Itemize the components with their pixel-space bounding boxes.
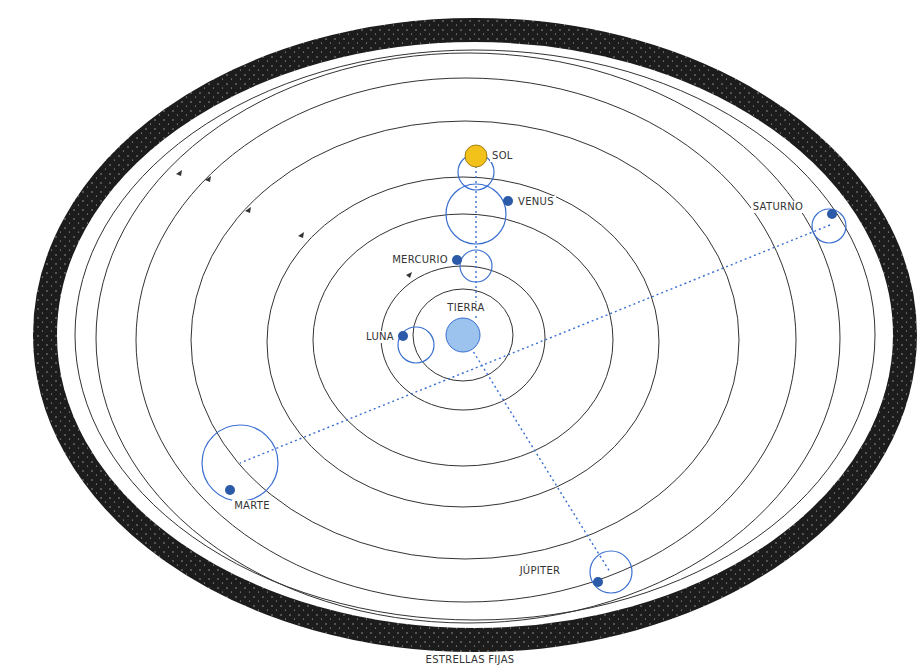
fixed-stars-label: ESTRELLAS FIJAS <box>424 654 517 666</box>
earth-label: TIERRA <box>445 302 487 314</box>
fixed-stars-ring <box>45 30 905 640</box>
orbits <box>96 53 840 623</box>
earth-body <box>446 318 480 352</box>
epicycles <box>202 154 846 593</box>
sun-label: SOL <box>490 150 515 162</box>
moon-label: LUNA <box>364 331 396 343</box>
orbit <box>75 50 875 620</box>
jupiter-label: JÚPITER <box>518 565 563 577</box>
saturn-label: SATURNO <box>751 201 805 213</box>
mercury-label: MERCURIO <box>390 254 450 266</box>
planet-bodies <box>225 196 837 587</box>
sun-body <box>465 145 487 167</box>
mars-label: MARTE <box>232 500 272 512</box>
direction-arrows <box>176 170 412 278</box>
alignment-lines <box>240 156 830 572</box>
venus-label: VENUS <box>516 196 556 208</box>
